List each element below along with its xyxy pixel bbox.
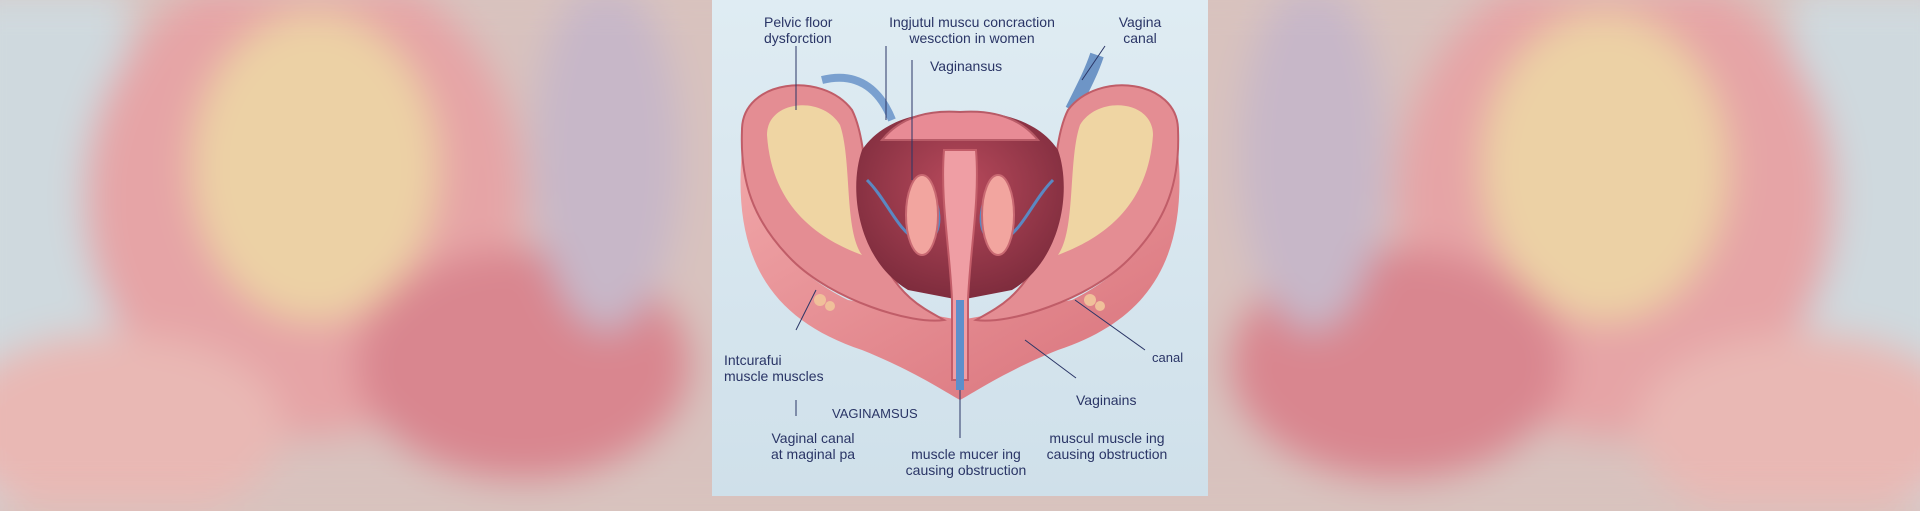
nodule — [1084, 294, 1096, 306]
label-title: Ingjutul muscu concraction wescction in … — [889, 14, 1055, 46]
leader-line — [795, 289, 817, 331]
label-muscul-muscle: muscul muscle ing causing obstruction — [1046, 430, 1168, 462]
label-vaginains: Vaginains — [1076, 392, 1137, 408]
label-vaginansus: Vaginansus — [930, 58, 1003, 74]
label-vaginamsus: VAGINAMSUS — [832, 406, 918, 421]
nodule — [825, 301, 835, 311]
anatomy-illustration-panel: Pelvic floor dysforction Ingjutul muscu … — [712, 0, 1208, 496]
label-vaginal-canal: Vaginal canal at maginal pa — [770, 430, 856, 462]
canal-obstruction — [956, 300, 964, 390]
leader-line — [1074, 299, 1146, 351]
left-pelvic-bone — [767, 105, 862, 255]
pelvic-anatomy-illustration — [712, 0, 1208, 496]
label-canal-right: canal — [1152, 350, 1184, 365]
label-pelvic-floor: Pelvic floor dysforction — [764, 14, 833, 46]
label-vagina-canal: Vagina canal — [1118, 14, 1162, 46]
label-muscle-mucering: muscle mucer ing causing obstruction — [905, 446, 1027, 478]
right-ovary — [981, 174, 1015, 256]
label-extrauful-muscles: Intcurafui muscle muscles — [724, 352, 824, 384]
leader-line — [1081, 45, 1106, 81]
nodule — [1095, 301, 1105, 311]
left-ovary — [905, 174, 939, 256]
blood-vessel — [821, 73, 896, 122]
vaginal-canal — [942, 149, 978, 381]
leader-line — [1024, 339, 1077, 379]
uterine-fundus — [879, 110, 1041, 141]
nodule — [814, 294, 826, 306]
right-pelvic-bone — [1058, 105, 1153, 255]
pelvic-floor-muscle — [740, 150, 1180, 400]
